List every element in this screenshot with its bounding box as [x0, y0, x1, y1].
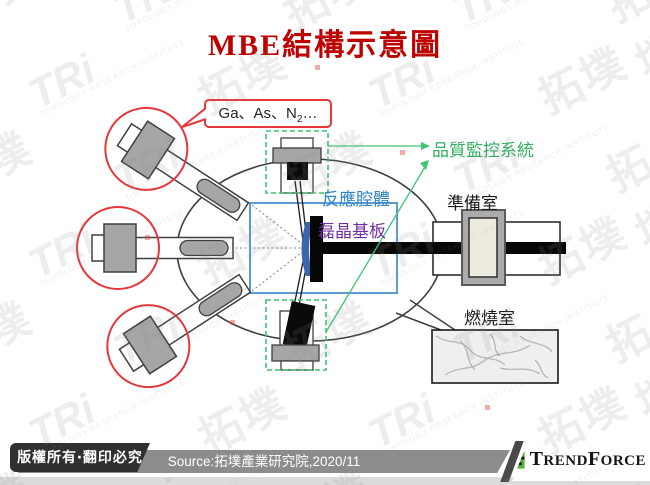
bubble-text-prefix: Ga、As、N [218, 105, 297, 122]
source-bubble [181, 99, 332, 128]
source-text: Source:拓墣產業研究院,2020/11 [167, 454, 361, 469]
quality-monitor-label: 品質監控系統 [432, 141, 534, 160]
effusion-cell-top [104, 106, 250, 222]
trendforce-logo-text: TRENDFORCE [529, 447, 646, 470]
transfer-rod [320, 242, 566, 254]
prep-room-label: 準備室 [447, 194, 498, 213]
bubble-text-sub: 2 [296, 114, 303, 125]
red-circle-top [104, 106, 189, 191]
footer-bottom-strip [0, 477, 650, 485]
rheed-gun-dashed-box [265, 130, 329, 194]
monitor-arrows [325, 142, 430, 333]
effusion-cell-middle [76, 206, 234, 290]
load-lock [461, 209, 506, 286]
red-circle-middle [76, 206, 160, 290]
substrate [301, 222, 313, 276]
red-circle-bottom [106, 304, 191, 389]
rheed-screen [265, 256, 327, 371]
page-title: MBE結構示意圖 [207, 29, 443, 62]
trendforce-logo: TRENDFORCE [512, 437, 650, 481]
rheed-screen-dashed-box [265, 299, 327, 371]
footer: Source:拓墣產業研究院,2020/11 版權所有‧翻印必究 TRENDFO… [0, 435, 650, 485]
copyright-text: 版權所有‧翻印必究 [17, 449, 143, 465]
beam-sight-lines [231, 204, 307, 292]
combustion-room-label: 燃燒室 [464, 309, 515, 328]
substrate-holder [310, 216, 323, 282]
bubble-text-suffix: … [302, 105, 318, 122]
reaction-chamber-label: 反應腔體 [322, 190, 390, 209]
combustion-box [431, 329, 559, 384]
copyright-bar: 版權所有‧翻印必究 [10, 443, 150, 472]
bubble-label: Ga、As、N2… [205, 101, 331, 127]
rheed-gun [265, 130, 329, 242]
effusion-cell-bottom [106, 273, 252, 389]
exhaust-duct-lines [395, 299, 456, 331]
substrate-label: 磊晶基板 [318, 222, 386, 241]
